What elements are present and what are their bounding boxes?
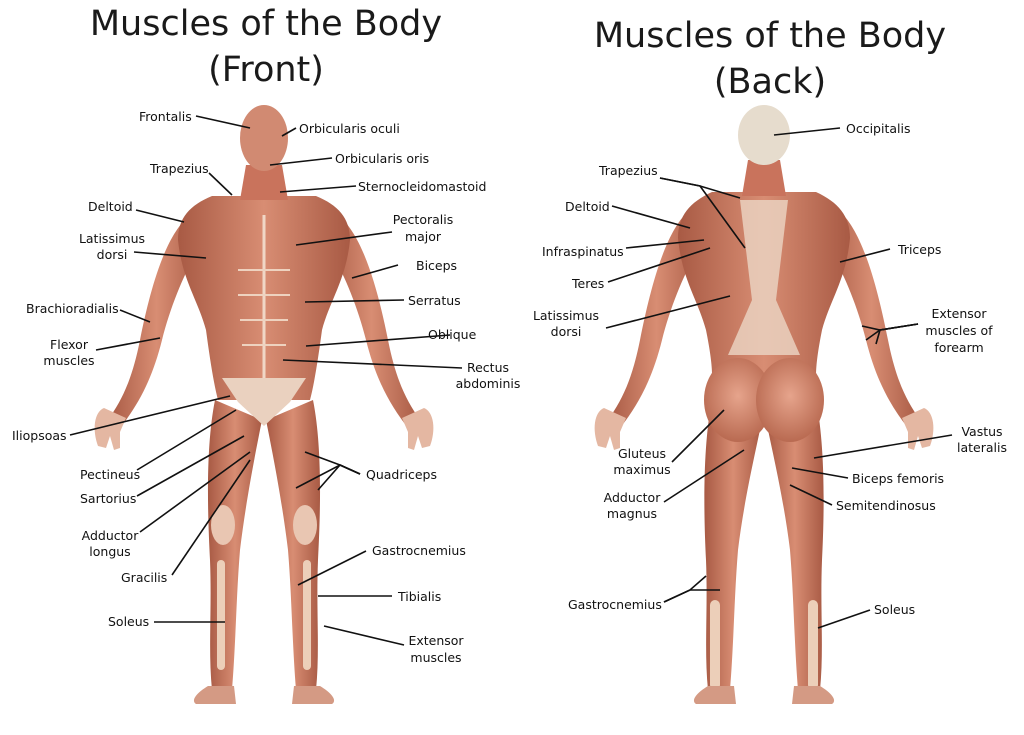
label-rectus-line2: abdominis bbox=[455, 376, 521, 391]
label-pectoralis-line1: Pectoralis bbox=[392, 212, 454, 227]
label-vastus-line1: Vastus bbox=[961, 424, 1003, 439]
label-tibialis: Tibialis bbox=[398, 589, 442, 604]
label-oblique: Oblique bbox=[428, 327, 477, 342]
label-latissimus-front-line1: Latissimus bbox=[78, 231, 146, 246]
label-adductor-magnus-line1: Adductor bbox=[603, 490, 661, 505]
label-gastrocnemius-front: Gastrocnemius bbox=[372, 543, 466, 558]
back-head bbox=[738, 105, 790, 165]
back-left-glute bbox=[704, 358, 772, 442]
label-extensor-back-line3: forearm bbox=[934, 340, 984, 355]
label-flexor-line1: Flexor bbox=[50, 337, 88, 352]
label-latissimus-back-line1: Latissimus bbox=[532, 308, 600, 323]
front-right-foot bbox=[292, 686, 335, 704]
front-left-foot bbox=[193, 686, 236, 704]
label-extensor-back-line1: Extensor bbox=[931, 306, 987, 321]
back-body-figure bbox=[594, 105, 934, 704]
label-serratus: Serratus bbox=[408, 293, 461, 308]
front-left-knee bbox=[211, 505, 235, 545]
label-deltoid-back: Deltoid bbox=[565, 199, 610, 214]
label-sternocleidomastoid: Sternocleidomastoid bbox=[358, 179, 487, 194]
front-right-hand bbox=[402, 408, 434, 450]
back-right-achilles bbox=[808, 600, 818, 690]
label-extensor-front-line2: muscles bbox=[410, 650, 462, 665]
label-sartorius: Sartorius bbox=[80, 491, 137, 506]
label-latissimus-back-line2: dorsi bbox=[550, 324, 582, 339]
label-triceps: Triceps bbox=[898, 242, 942, 257]
label-biceps: Biceps bbox=[416, 258, 458, 273]
label-biceps-femoris: Biceps femoris bbox=[852, 471, 945, 486]
label-orbicularis-oris: Orbicularis oris bbox=[335, 151, 430, 166]
label-infraspinatus: Infraspinatus bbox=[542, 244, 624, 259]
label-pectineus: Pectineus bbox=[80, 467, 141, 482]
label-quadriceps: Quadriceps bbox=[366, 467, 437, 482]
front-left-hand bbox=[94, 408, 126, 450]
label-trapezius-back: Trapezius bbox=[599, 163, 658, 178]
label-teres: Teres bbox=[572, 276, 605, 291]
label-rectus-line1: Rectus bbox=[466, 360, 510, 375]
back-spine-fascia bbox=[728, 200, 800, 355]
label-vastus-line2: lateralis bbox=[957, 440, 1007, 455]
label-trapezius-front: Trapezius bbox=[150, 161, 209, 176]
label-orbicularis-oculi: Orbicularis oculi bbox=[299, 121, 400, 136]
label-gastrocnemius-back: Gastrocnemius bbox=[568, 597, 662, 612]
front-left-leg bbox=[207, 400, 262, 690]
back-neck bbox=[742, 160, 786, 196]
label-pectoralis-line2: major bbox=[404, 229, 442, 244]
label-soleus-front: Soleus bbox=[108, 614, 150, 629]
label-flexor-line2: muscles bbox=[43, 353, 95, 368]
label-adductor-longus-line1: Adductor bbox=[81, 528, 139, 543]
front-right-shin-tendon bbox=[303, 560, 311, 670]
label-adductor-magnus-line2: magnus bbox=[606, 506, 658, 521]
front-body-figure bbox=[94, 105, 434, 704]
label-soleus-back: Soleus bbox=[874, 602, 916, 617]
front-pelvis bbox=[222, 378, 306, 426]
label-deltoid-front: Deltoid bbox=[88, 199, 133, 214]
back-left-foot bbox=[693, 686, 736, 704]
back-right-foot bbox=[792, 686, 835, 704]
label-latissimus-front-line2: dorsi bbox=[96, 247, 128, 262]
front-title-line2: (Front) bbox=[208, 50, 324, 90]
front-neck bbox=[240, 165, 288, 200]
back-right-arm bbox=[823, 210, 920, 428]
label-semitendinosus: Semitendinosus bbox=[836, 498, 936, 513]
back-left-achilles bbox=[710, 600, 720, 690]
label-gracilis: Gracilis bbox=[121, 570, 168, 585]
label-extensor-front-line1: Extensor bbox=[408, 633, 464, 648]
label-occipitalis: Occipitalis bbox=[846, 121, 911, 136]
front-left-arm bbox=[108, 215, 205, 428]
back-title-line2: (Back) bbox=[713, 62, 827, 102]
front-head bbox=[240, 105, 288, 171]
front-right-arm bbox=[323, 215, 420, 428]
label-frontalis: Frontalis bbox=[139, 109, 192, 124]
back-title-line1: Muscles of the Body bbox=[593, 16, 947, 56]
leader-lines bbox=[69, 115, 953, 646]
label-adductor-longus-line2: longus bbox=[89, 544, 131, 559]
front-right-knee bbox=[293, 505, 317, 545]
back-left-hand bbox=[594, 408, 626, 450]
label-iliopsoas: Iliopsoas bbox=[12, 428, 67, 443]
front-left-shin-tendon bbox=[217, 560, 225, 670]
back-left-arm bbox=[608, 210, 705, 428]
label-extensor-back-line2: muscles of bbox=[925, 323, 993, 338]
front-title-line1: Muscles of the Body bbox=[89, 4, 443, 44]
label-gluteus-line2: maximus bbox=[613, 462, 671, 477]
label-gluteus-line1: Gluteus bbox=[617, 446, 667, 461]
label-brachioradialis: Brachioradialis bbox=[26, 301, 119, 316]
back-right-glute bbox=[756, 358, 824, 442]
front-right-leg bbox=[266, 400, 321, 690]
